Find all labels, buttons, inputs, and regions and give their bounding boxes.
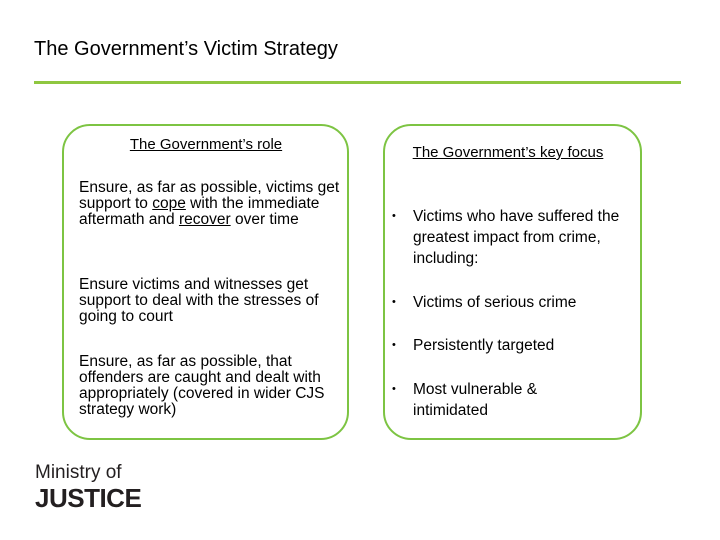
logo-line-ministry: Ministry of	[35, 462, 122, 483]
role-panel	[62, 124, 349, 440]
focus-bullet-serious-crime: • Victims of serious crime	[392, 292, 627, 313]
focus-bullet-text: Most vulnerable & intimidated	[413, 381, 538, 419]
bullet-dot-icon: •	[392, 210, 396, 222]
bullet-dot-icon: •	[392, 296, 396, 308]
role-item-cope-recover: Ensure, as far as possible, victims get …	[79, 180, 341, 228]
title-divider	[34, 81, 681, 84]
ministry-of-justice-logo: Ministry of JUSTICE	[35, 462, 155, 514]
focus-bullet-text: Persistently targeted	[413, 337, 555, 354]
role-item-court-support: Ensure victims and witnesses get support…	[79, 276, 319, 325]
focus-bullet-greatest-impact: • Victims who have suffered the greatest…	[392, 206, 627, 269]
focus-panel	[383, 124, 642, 440]
focus-bullet-persistently-targeted: • Persistently targeted	[392, 335, 627, 356]
role-item-offenders: Ensure, as far as possible, that offende…	[79, 353, 325, 418]
bullet-dot-icon: •	[392, 339, 396, 351]
focus-heading: The Government’s key focus	[412, 144, 604, 161]
focus-bullet-text: Victims who have suffered the greatest i…	[413, 208, 620, 267]
focus-bullet-text: Victims of serious crime	[413, 294, 577, 311]
focus-bullet-vulnerable: • Most vulnerable & intimidated	[392, 379, 583, 421]
slide-title: The Government’s Victim Strategy	[34, 38, 338, 60]
bullet-dot-icon: •	[392, 383, 396, 395]
recover-term: recover	[178, 211, 231, 228]
cope-term: cope	[152, 195, 186, 212]
role-item-1-mid: with the immediate aftermath and	[79, 195, 320, 228]
logo-line-justice: JUSTICE	[35, 483, 142, 513]
role-heading: The Government’s role	[129, 136, 283, 153]
role-item-1-post: over time	[230, 211, 299, 228]
role-item-1-pre: Ensure, as far as possible, victims get …	[79, 179, 340, 212]
